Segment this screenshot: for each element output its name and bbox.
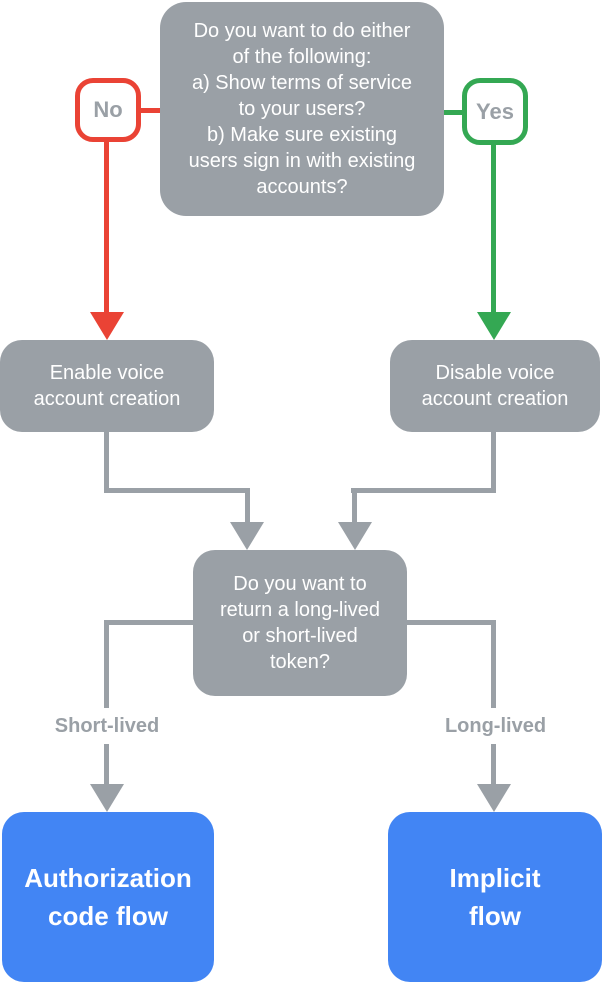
connector-yes-horizontal — [443, 110, 462, 115]
question-node-terms: Do you want to do either of the followin… — [160, 2, 444, 216]
authorization-code-flow-node: Authorization code flow — [2, 812, 214, 982]
connector-shortlived-down — [104, 620, 109, 785]
enable-to-question-arrowhead-icon — [230, 522, 264, 550]
connector-shortlived-across — [107, 620, 193, 625]
enable-voice-node: Enable voice account creation — [0, 340, 214, 432]
yes-badge: Yes — [462, 78, 528, 145]
connector-disable-drop — [352, 488, 357, 524]
connector-disable-down — [491, 432, 496, 493]
short-lived-label: Short-lived — [22, 708, 192, 744]
no-badge: No — [75, 78, 141, 142]
connector-disable-across — [351, 488, 496, 493]
no-arrowhead-icon — [90, 312, 124, 340]
disable-voice-node: Disable voice account creation — [390, 340, 600, 432]
implicit-flow-node: Implicit flow — [388, 812, 602, 982]
longlived-arrowhead-icon — [477, 784, 511, 812]
connector-enable-drop — [245, 488, 250, 524]
connector-no-horizontal — [141, 108, 160, 113]
shortlived-arrowhead-icon — [90, 784, 124, 812]
connector-no-vertical — [104, 140, 109, 314]
connector-longlived-down — [491, 620, 496, 785]
yes-arrowhead-icon — [477, 312, 511, 340]
connector-longlived-across — [407, 620, 495, 625]
connector-yes-vertical — [491, 143, 496, 314]
connector-enable-down — [104, 432, 109, 493]
question-node-token: Do you want to return a long-lived or sh… — [193, 550, 407, 696]
connector-enable-across — [104, 488, 250, 493]
disable-to-question-arrowhead-icon — [338, 522, 372, 550]
long-lived-label: Long-lived — [410, 708, 581, 744]
